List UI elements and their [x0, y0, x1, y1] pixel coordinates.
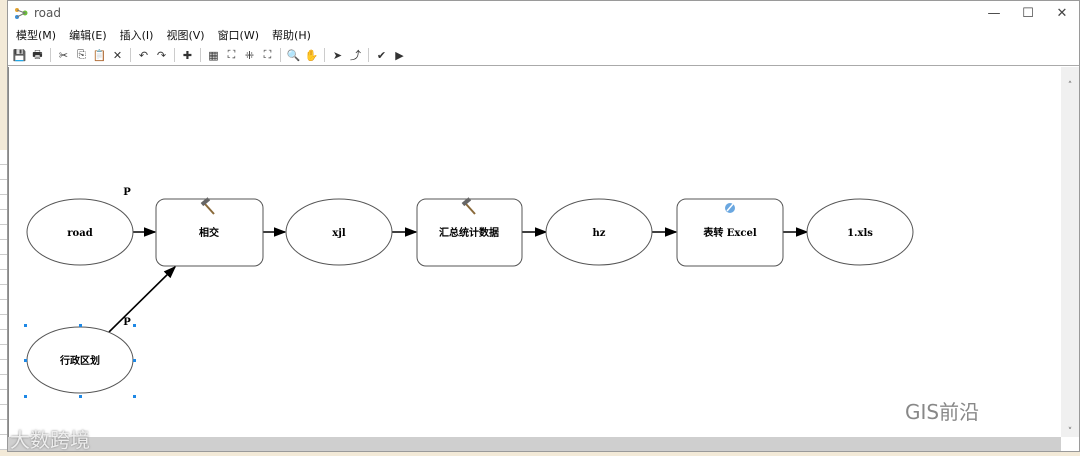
close-button[interactable]: ✕: [1056, 5, 1068, 21]
model-canvas[interactable]: road 相交 xjl 汇总统计数据 hz 表转 Excel 1.xls 行政区…: [8, 67, 1061, 437]
menu-insert[interactable]: 插入(I): [119, 29, 154, 42]
watermark: GIS前沿: [905, 400, 980, 424]
run-icon[interactable]: ▶: [395, 48, 404, 62]
cut-icon[interactable]: ✂: [58, 48, 69, 62]
paste-icon[interactable]: 📋: [92, 48, 107, 62]
pan-icon[interactable]: ✋: [304, 48, 319, 62]
menu-bar: 模型(M) 编辑(E) 插入(I) 视图(V) 窗口(W) 帮助(H): [8, 25, 1079, 45]
model-window: road — ☐ ✕ 模型(M) 编辑(E) 插入(I) 视图(V) 窗口(W)…: [7, 0, 1080, 452]
menu-edit[interactable]: 编辑(E): [69, 29, 107, 42]
fixed-zoom-in-icon[interactable]: ⁜: [244, 48, 255, 62]
full-extent-icon[interactable]: ⛶: [227, 48, 236, 61]
menu-model[interactable]: 模型(M): [16, 29, 57, 42]
node-label: 汇总统计数据: [439, 226, 499, 239]
node-label: hz: [593, 228, 606, 239]
toolbar-separator: [324, 48, 325, 62]
hammer-icon: [461, 197, 476, 215]
toolbar-separator: [50, 48, 51, 62]
toolbar-separator: [130, 48, 131, 62]
redo-icon[interactable]: ↷: [156, 48, 167, 62]
data-node-hz[interactable]: [545, 198, 653, 266]
save-icon[interactable]: 💾: [12, 48, 27, 62]
vertical-scrollbar[interactable]: ˄˅: [1061, 67, 1079, 437]
toolbar: 💾 🖶 ✂ ⎘ 📋 ✕ ↶ ↷ ✚ ▦ ⛶ ⁜ ⛶ 🔍✋ ➤ ⤴ ✔ ▶: [8, 45, 1079, 66]
add-data-icon[interactable]: ✚: [182, 48, 193, 62]
node-label: 表转 Excel: [702, 226, 757, 239]
print-icon[interactable]: 🖶: [32, 47, 43, 61]
delete-icon[interactable]: ✕: [112, 48, 123, 62]
parameter-marker: P: [123, 317, 131, 328]
toolbar-separator: [174, 48, 175, 62]
menu-help[interactable]: 帮助(H): [272, 29, 311, 42]
connect-icon[interactable]: ⤴: [350, 49, 361, 62]
menu-window[interactable]: 窗口(W): [217, 29, 260, 42]
minimize-button[interactable]: —: [987, 5, 1001, 21]
tool-node-table-to-excel[interactable]: [676, 198, 784, 267]
data-node-xjl[interactable]: [285, 198, 393, 266]
watermark: 大数跨境: [10, 428, 90, 452]
toolbar-separator: [280, 48, 281, 62]
background-window: [0, 150, 8, 450]
undo-icon[interactable]: ↶: [138, 48, 149, 62]
node-label: 相交: [199, 226, 219, 239]
selection-handles[interactable]: [24, 324, 136, 398]
connector-arrow: [108, 265, 177, 333]
auto-layout-icon[interactable]: ▦: [208, 48, 219, 62]
node-label: 行政区划: [59, 354, 100, 367]
fixed-zoom-out-icon[interactable]: ⛶: [263, 48, 272, 61]
validate-icon[interactable]: ✔: [376, 48, 387, 62]
node-label: 1.xls: [847, 228, 873, 239]
window-title: road: [34, 6, 61, 20]
hammer-icon: [200, 197, 215, 215]
zoom-in-icon[interactable]: 🔍: [286, 48, 301, 62]
node-label: road: [67, 228, 92, 239]
parameter-marker: P: [123, 187, 131, 198]
data-node-xls[interactable]: [806, 198, 914, 266]
data-node-road[interactable]: [26, 198, 134, 266]
select-icon[interactable]: ➤: [332, 48, 343, 62]
toolbar-separator: [200, 48, 201, 62]
tool-node-intersect[interactable]: [155, 198, 264, 267]
menu-view[interactable]: 视图(V): [166, 29, 205, 42]
maximize-button[interactable]: ☐: [1022, 5, 1034, 21]
model-app-icon: [14, 7, 28, 19]
model-diagram: road 相交 xjl 汇总统计数据 hz 表转 Excel 1.xls 行政区…: [24, 187, 914, 398]
copy-icon[interactable]: ⎘: [77, 48, 86, 61]
script-tool-icon: [725, 203, 735, 213]
horizontal-scrollbar[interactable]: [8, 437, 1061, 451]
node-label: xjl: [332, 228, 346, 239]
title-bar: road — ☐ ✕: [8, 1, 1079, 25]
toolbar-separator: [368, 48, 369, 62]
